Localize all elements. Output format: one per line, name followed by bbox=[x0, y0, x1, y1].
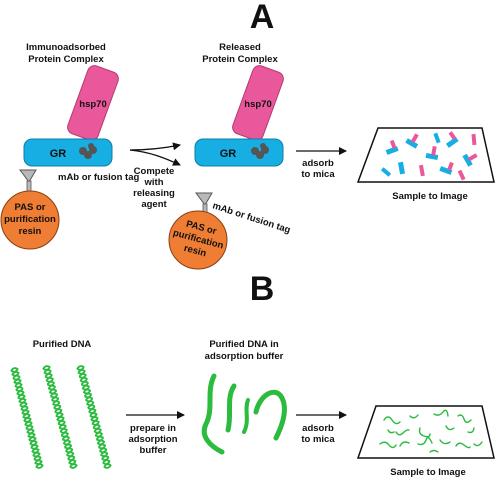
purified-buffer-line2: adsorption buffer bbox=[205, 351, 284, 362]
middle-gr-label: GR bbox=[220, 148, 237, 160]
left-hsp70-label: hsp70 bbox=[79, 99, 106, 110]
compete-line2: with bbox=[144, 177, 164, 188]
sample-label-a: Sample to Image bbox=[392, 191, 468, 202]
middle-hsp70: hsp70 bbox=[232, 65, 284, 141]
left-tag bbox=[19, 169, 37, 194]
prepare-line1: prepare in bbox=[130, 423, 176, 434]
compete-line4: agent bbox=[141, 199, 167, 210]
left-bead bbox=[0, 190, 60, 250]
left-bead-line1: PAS or bbox=[15, 202, 46, 213]
adsorbed-complexes bbox=[380, 131, 478, 181]
prepare-line3: buffer bbox=[140, 445, 167, 456]
left-bead-line2: purification bbox=[4, 214, 56, 225]
panel-b-letter: B bbox=[250, 270, 275, 308]
left-hsp70: hsp70 bbox=[67, 65, 119, 141]
left-gr bbox=[23, 138, 113, 167]
middle-title-line1: Released bbox=[219, 42, 261, 53]
left-ligand bbox=[79, 143, 97, 159]
middle-gr bbox=[194, 138, 284, 167]
middle-title-line2: Protein Complex bbox=[202, 54, 278, 65]
middle-complex: hsp70 GR bbox=[194, 65, 284, 167]
dna-helices bbox=[10, 365, 112, 469]
dna-helix bbox=[77, 365, 111, 469]
left-bead-line3: resin bbox=[19, 226, 42, 237]
mica-surface-b bbox=[356, 405, 495, 459]
released-bead bbox=[168, 210, 228, 270]
purified-dna-label: Purified DNA bbox=[33, 339, 92, 350]
adsorb-a-line2: to mica bbox=[301, 169, 335, 180]
adsorb-b-line2: to mica bbox=[301, 434, 335, 445]
adsorb-a-line1: adsorb bbox=[302, 158, 334, 169]
sample-label-b: Sample to Image bbox=[390, 467, 466, 478]
left-tag-label: mAb or fusion tag bbox=[58, 172, 139, 183]
dna-helix bbox=[11, 367, 43, 469]
panel-a-letter: A bbox=[250, 0, 275, 36]
middle-hsp70-label: hsp70 bbox=[244, 99, 271, 110]
compete-arrows bbox=[129, 142, 181, 166]
adsorb-b-line1: adsorb bbox=[302, 423, 334, 434]
condensed-dna bbox=[201, 373, 287, 455]
released-bead-group: mAb or fusion tag PAS or purification re… bbox=[168, 192, 292, 270]
prepare-line2: adsorption bbox=[128, 434, 177, 445]
compete-line3: releasing bbox=[133, 188, 175, 199]
left-gr-label: GR bbox=[50, 148, 67, 160]
middle-ligand bbox=[251, 143, 269, 159]
left-title-line2: Protein Complex bbox=[28, 54, 104, 65]
left-title-line1: Immunoadsorbed bbox=[26, 42, 106, 53]
left-complex: hsp70 GR mAb or fusion tag PAS or purifi… bbox=[0, 65, 139, 250]
compete-line1: Compete bbox=[134, 166, 175, 177]
adsorbed-dna bbox=[379, 409, 483, 453]
dna-helix bbox=[43, 365, 77, 469]
purified-buffer-line1: Purified DNA in bbox=[209, 339, 279, 350]
